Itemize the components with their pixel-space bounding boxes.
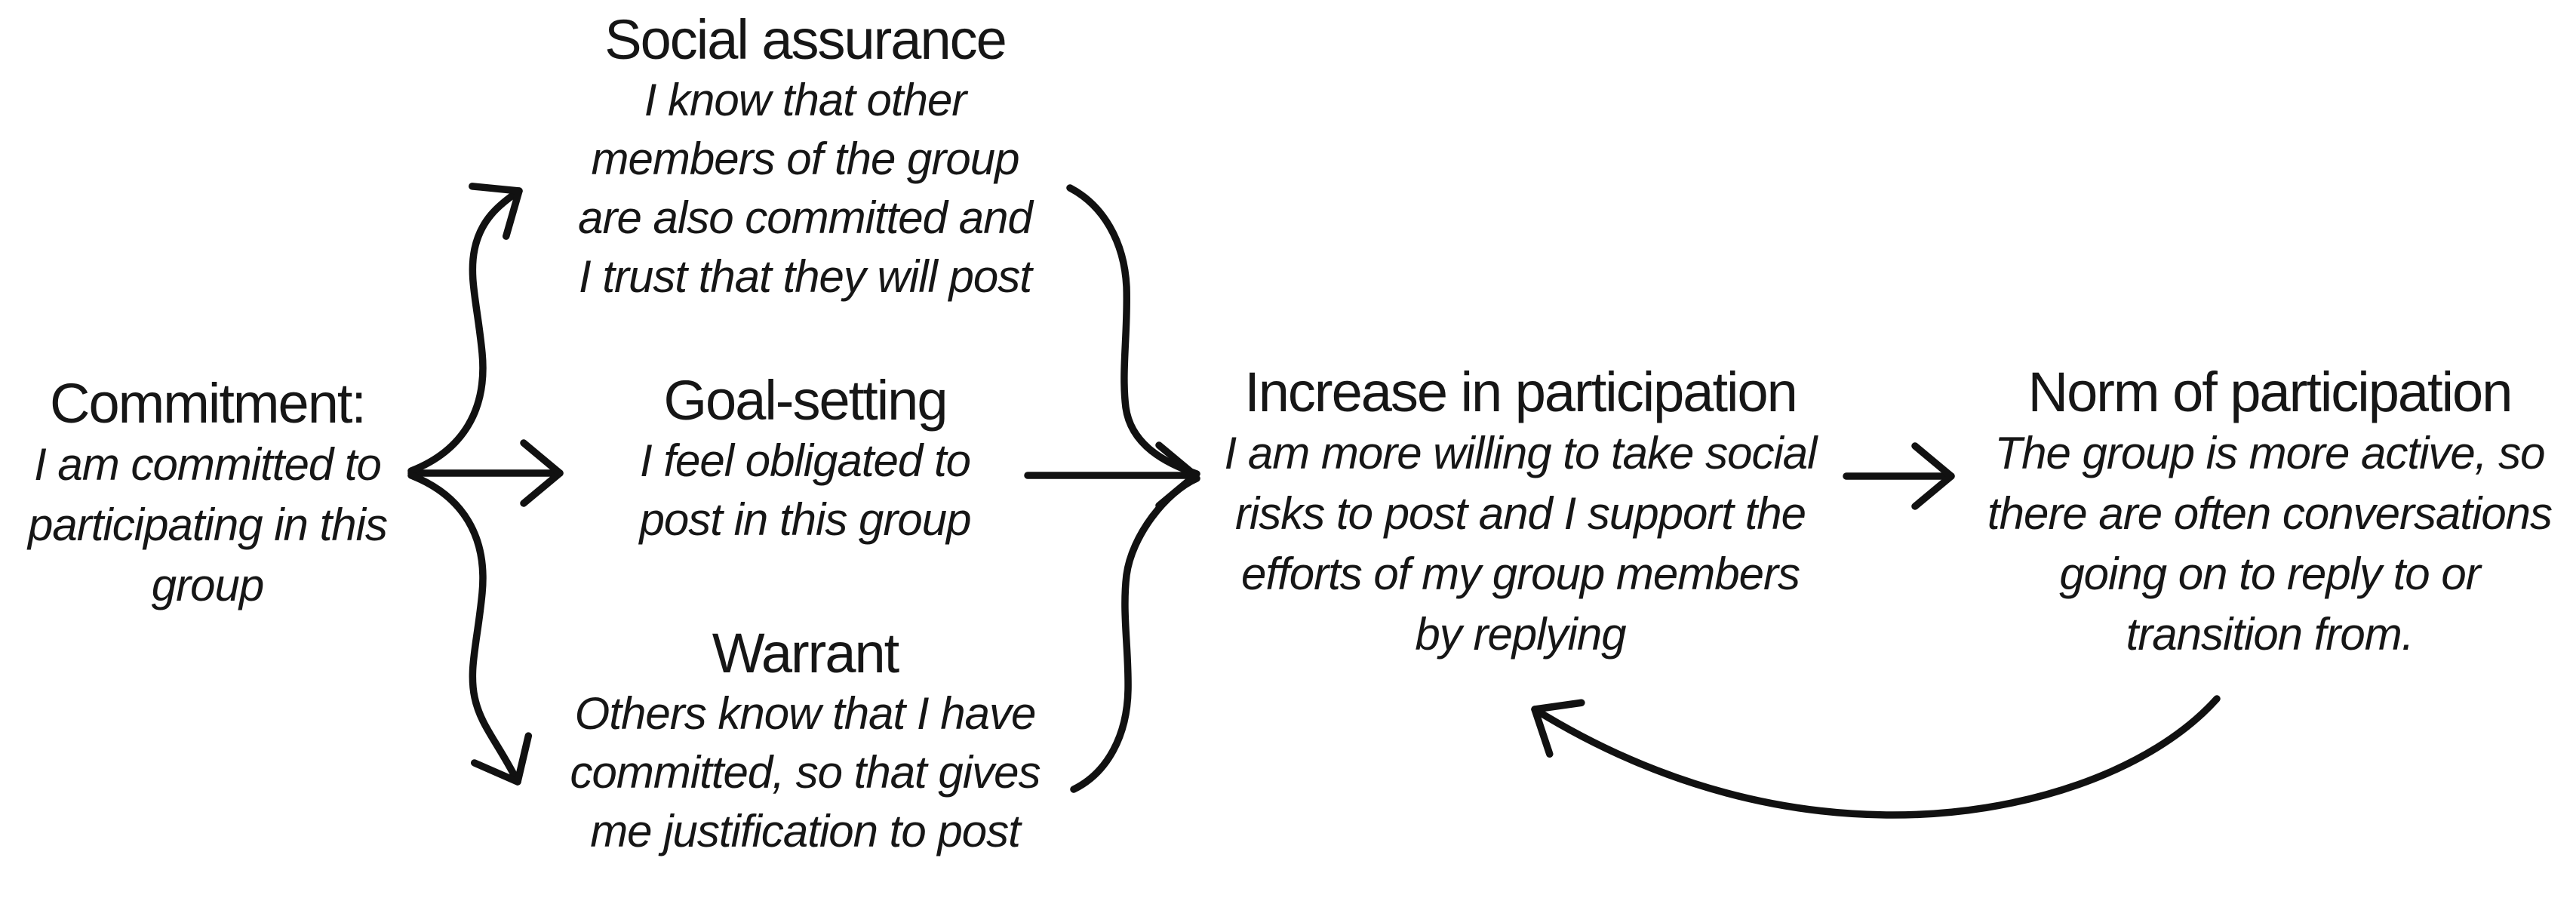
node-social-assurance: Social assurance I know that other member… xyxy=(541,8,1069,306)
description-line: I feel obligated to xyxy=(639,435,971,486)
description-line: The group is more active, so xyxy=(1994,428,2545,478)
node-warrant-title: Warrant xyxy=(712,622,899,684)
arrow-norm-to-increase-feedback xyxy=(1531,695,2221,819)
brace-social-assurance-to-increase xyxy=(1066,184,1200,478)
node-increase-in-participation-title: Increase in participation xyxy=(1244,361,1798,423)
node-goal-setting-description: I feel obligated to post in this group xyxy=(541,432,1069,549)
description-line: risks to post and I support the xyxy=(1234,488,1806,539)
node-social-assurance-description: I know that other members of the group are… xyxy=(541,71,1069,306)
description-line: going on to reply to or xyxy=(2059,549,2480,599)
node-warrant-description: Others know that I have committed, so tha… xyxy=(541,684,1069,861)
description-line: are also committed and xyxy=(578,192,1033,243)
description-line: I am more willing to take social xyxy=(1224,428,1818,478)
description-line: participating in this xyxy=(28,500,388,550)
description-line: by replying xyxy=(1415,609,1626,660)
description-line: I know that other xyxy=(644,75,967,125)
description-line: I trust that they will post xyxy=(579,251,1032,302)
description-line: Others know that I have xyxy=(574,688,1037,739)
description-line: committed, so that gives xyxy=(570,747,1041,798)
description-line: there are often conversations xyxy=(1987,488,2553,539)
node-increase-in-participation: Increase in participation I am more will… xyxy=(1162,360,1879,665)
description-line: transition from. xyxy=(2126,609,2415,660)
arrow-commitment-to-warrant xyxy=(407,472,533,786)
description-line: members of the group xyxy=(591,134,1020,184)
node-commitment: Commitment: I am committed to participati… xyxy=(0,371,415,616)
node-commitment-title: Commitment: xyxy=(50,372,367,435)
description-line: efforts of my group members xyxy=(1241,549,1800,599)
node-norm-of-participation-description: The group is more active, so there are of… xyxy=(1968,423,2571,665)
node-goal-setting: Goal-setting I feel obligated to post in … xyxy=(541,368,1069,549)
node-increase-in-participation-description: I am more willing to take social risks to… xyxy=(1162,423,1879,665)
description-line: post in this group xyxy=(639,494,972,545)
brace-warrant-to-increase xyxy=(1070,475,1200,793)
description-line: group xyxy=(151,560,264,610)
node-social-assurance-title: Social assurance xyxy=(604,8,1007,71)
node-commitment-description: I am committed to participating in this gr… xyxy=(0,435,415,616)
arrow-commitment-to-social-assurance xyxy=(407,183,523,475)
node-warrant: Warrant Others know that I have committed… xyxy=(541,621,1069,861)
description-line: me justification to post xyxy=(590,806,1021,856)
node-norm-of-participation-title: Norm of participation xyxy=(2027,361,2513,423)
node-goal-setting-title: Goal-setting xyxy=(663,369,948,432)
description-line: I am committed to xyxy=(34,439,382,490)
node-norm-of-participation: Norm of participation The group is more … xyxy=(1968,360,2571,665)
